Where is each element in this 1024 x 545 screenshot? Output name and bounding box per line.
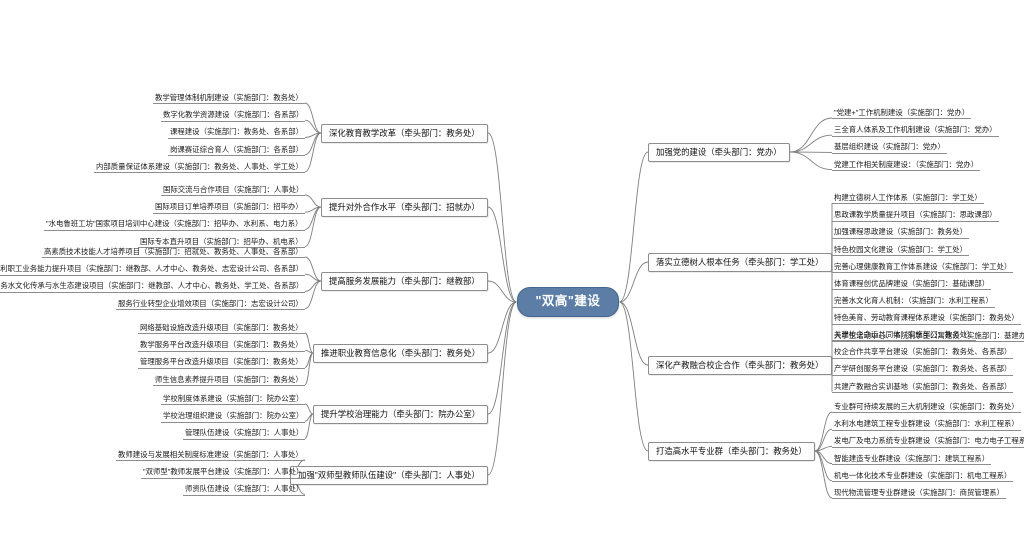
leaf-node-b7-4[interactable]: 党建工作相关制度建设：（实施部门：党办）: [832, 160, 981, 171]
leaf-node-b1-2[interactable]: 数字化教学资源建设（实施部门：各系部）: [161, 111, 306, 122]
leaf-node-b10-1[interactable]: 专业群可持续发展的三大机制建设（实施部门：教务处）: [832, 403, 1021, 414]
leaf-node-b4-4[interactable]: 师生信息素养提升项目（实施部门：教务处）: [153, 375, 305, 386]
leaf-node-b8-5[interactable]: 完善心理健康教育工作体系建设（实施部门：学工处）: [832, 262, 1014, 274]
leaf-node-b1-4[interactable]: 岗课赛证综合育人（实施部门：各系部）: [168, 145, 306, 156]
leaf-node-b8-8[interactable]: 特色美育、劳动教育课程体系建设（实施部门：教务处）: [832, 314, 1021, 325]
leaf-node-b9-3[interactable]: 产学研创服务平台建设（实施部门：教务处、各系部）: [832, 365, 1014, 376]
leaf-node-b8-1[interactable]: 构建立德树人工作体系（实施部门：学工处）: [832, 194, 984, 205]
leaf-node-b5-3[interactable]: 管理队伍建设（实施部门：人事处）: [183, 429, 306, 440]
leaf-node-b3-3[interactable]: 服务水文化传承与水生态建设项目（实施部门：继教部、人才中心、教务处、学工处、各系…: [0, 282, 306, 293]
leaf-node-b5-2[interactable]: 学校治理组织建设（实施部门：院办公室）: [161, 412, 306, 423]
leaf-node-b8-2[interactable]: 思政课教学质量提升项目（实施部门：思政课部）: [832, 211, 999, 222]
leaf-node-b1-1[interactable]: 教学管理体制机制建设（实施部门：教务处）: [153, 94, 305, 105]
branch-node-b3[interactable]: 提高服务发展能力（牵头部门：继教部）: [321, 271, 488, 291]
leaf-node-b9-4[interactable]: 共建产教融合实训基地（实施部门：教务处、各系部）: [832, 382, 1014, 393]
branch-node-b8[interactable]: 落实立德树人根本任务（牵头部门：学工处）: [648, 252, 832, 272]
branch-node-b2[interactable]: 提升对外合作水平（牵头部门：招就办）: [321, 197, 488, 217]
leaf-node-b2-2[interactable]: 国际项目订单培养项目（实施部门：招毕办）: [153, 203, 305, 214]
leaf-node-b6-3[interactable]: 师资队伍建设（实施部门：人事处）: [183, 485, 306, 496]
branch-node-b6[interactable]: 加强"双师型教师队伍建设"（牵头部门：人事处）: [290, 465, 488, 485]
leaf-node-b8-7[interactable]: 完善水文化育人机制：（实施部门：水利工程系）: [832, 297, 995, 308]
leaf-node-b3-1[interactable]: 高素质技术技能人才培养项目（实施部门：招就处、教务处、人事处、各系部）: [42, 248, 305, 259]
root-node[interactable]: "双高"建设: [516, 287, 620, 317]
leaf-node-b8-4[interactable]: 特色校园文化建设（实施部门：学工处）: [832, 245, 970, 256]
leaf-node-b10-6[interactable]: 现代物流管理专业群建设（实施部门：商贸管理系）: [832, 489, 1006, 500]
leaf-node-b3-4[interactable]: 服务行业转型企业增效项目（实施部门：志宏设计公司）: [116, 299, 305, 310]
leaf-node-b2-4[interactable]: 国际专本直升项目（实施部门：招毕办、机电系）: [138, 237, 305, 248]
leaf-node-b1-5[interactable]: 内部质量保证体系建设（实施部门：教务处、人事处、学工处）: [94, 162, 305, 174]
branch-node-b10[interactable]: 打造高水平专业群（牵头部门：教务处）: [648, 441, 815, 461]
leaf-node-b7-3[interactable]: 基层组织建设（实施部门：党办）: [832, 143, 947, 154]
leaf-node-b7-1[interactable]: "党建+"工作机制建设（实施部门：党办）: [832, 109, 972, 120]
leaf-node-b9-2[interactable]: 校企合作共享平台建设（实施部门：教务处、各系部）: [832, 348, 1014, 359]
branch-node-b9[interactable]: 深化产教融合校企合作（牵头部门：教务处）: [648, 355, 832, 375]
leaf-node-b10-5[interactable]: 机电一体化技术专业群建设（实施部门：机电工程系）: [832, 471, 1014, 483]
leaf-node-b3-2[interactable]: 服务水利职工业务能力提升项目（实施部门：继教部、人才中心、教务处、志宏设计公司、…: [0, 265, 306, 276]
branch-node-b5[interactable]: 提升学校治理能力（牵头部门：院办公室）: [313, 404, 489, 424]
leaf-node-b9-1[interactable]: 共建校企命运共同体（实施部门：教务处）: [832, 331, 977, 342]
leaf-node-b8-3[interactable]: 加强课程思政建设（实施部门：教务处）: [832, 228, 970, 239]
leaf-node-b10-4[interactable]: 智能建造专业群建设（实施部门：建筑工程系）: [832, 454, 992, 465]
leaf-node-b2-1[interactable]: 国际交流与合作项目（实施部门：人事处）: [161, 186, 306, 197]
leaf-node-b1-3[interactable]: 课程建设（实施部门：教务处、各系部）: [168, 128, 306, 139]
branch-node-b7[interactable]: 加强党的建设（牵头部门：党办）: [648, 142, 790, 162]
leaf-node-b5-1[interactable]: 学校制度体系建设（实施部门：院办公室）: [161, 395, 306, 406]
leaf-node-b7-2[interactable]: 三全育人体系及工作机制建设（实施部门：党办）: [832, 126, 999, 137]
leaf-node-b10-2[interactable]: 水利水电建筑工程专业群建设（实施部门：水利工程系）: [832, 420, 1021, 431]
leaf-node-b4-3[interactable]: 管理服务平台改造升级项目（实施部门：教务处）: [138, 358, 305, 369]
leaf-node-b10-3[interactable]: 发电厂及电力系统专业群建设（实施部门：电力电子工程系）: [832, 437, 1024, 448]
branch-node-b4[interactable]: 推进职业教育信息化（牵头部门：教务处）: [313, 343, 489, 363]
leaf-node-b8-9[interactable]: 大学生活动中心、书院制学生公寓建设（实施部门：基建办）: [832, 331, 1024, 342]
leaf-node-b6-1[interactable]: 教师建设与发展相关制度标准建设（实施部门：人事处）: [116, 451, 305, 462]
leaf-node-b4-2[interactable]: 教学服务平台改造升级项目（实施部门：教务处）: [138, 341, 305, 352]
leaf-node-b2-3[interactable]: "水电鲁班工坊"国家项目培训中心建设（实施部门：招毕办、水利系、电力系）: [44, 220, 305, 231]
leaf-node-b8-6[interactable]: 体育课程创优品牌建设（实施部门：基础课部）: [832, 280, 992, 291]
leaf-node-b4-1[interactable]: 网络基础设施改造升级项目（实施部门：教务处）: [138, 324, 305, 335]
branch-node-b1[interactable]: 深化教育教学改革（牵头部门：教务处）: [321, 123, 488, 143]
leaf-node-b6-2[interactable]: "双师型"教师发展平台建设（实施部门：人事处）: [141, 468, 306, 479]
